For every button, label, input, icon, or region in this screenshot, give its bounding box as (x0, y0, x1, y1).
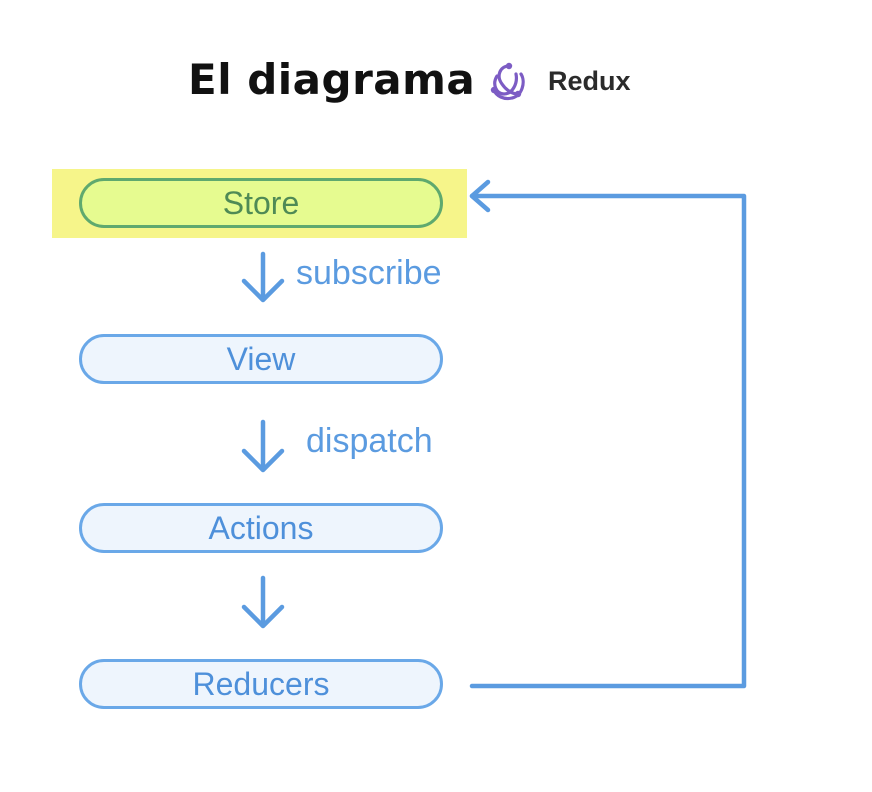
subscribe-arrow-icon (241, 251, 285, 303)
dispatch-arrow-icon (241, 419, 285, 473)
view-label: View (226, 340, 296, 377)
redux-logo-text: Redux (548, 66, 631, 96)
reducers-node: Reducers (79, 659, 443, 709)
edge-label-dispatch: dispatch (306, 422, 433, 460)
reducers-label: Reducers (192, 665, 330, 702)
view-node: View (79, 334, 443, 384)
redux-logo-icon (490, 62, 525, 101)
actions-node: Actions (79, 503, 443, 553)
store-label: Store (222, 184, 300, 221)
page-title: El diagrama (188, 55, 476, 104)
feedback-loop-arrow-icon (469, 179, 747, 689)
edge-label-subscribe: subscribe (296, 254, 442, 292)
actions-label: Actions (208, 509, 314, 546)
store-node: Store (79, 178, 443, 228)
reduce-arrow-icon (241, 575, 285, 629)
